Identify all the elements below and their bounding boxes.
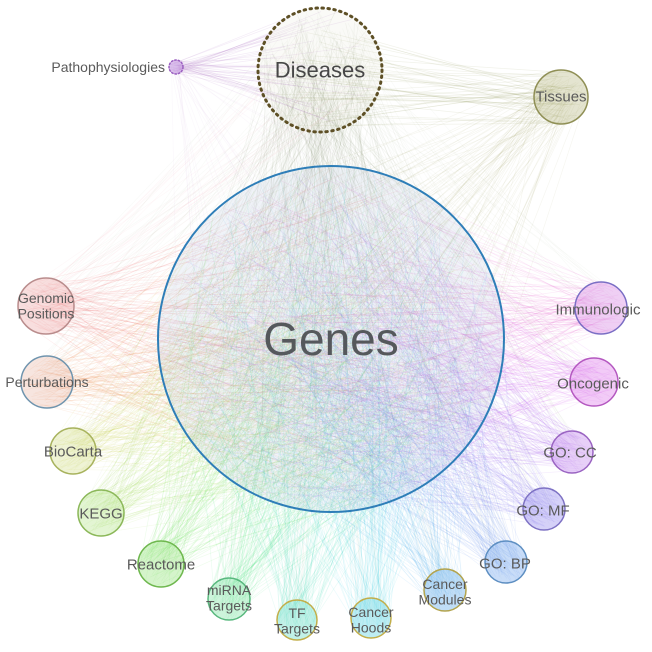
node-circle-mirna-targets[interactable] [207, 577, 251, 621]
edge-bundle-perturbations--genes [23, 168, 500, 503]
node-circle-diseases[interactable] [256, 6, 384, 134]
node-circle-oncogenic[interactable] [569, 357, 619, 407]
edge-bundle-diseases--go-bp [275, 17, 523, 580]
node-circle-go-mf[interactable] [522, 487, 566, 531]
node-genomic-positions[interactable] [17, 277, 75, 335]
edge-bundle-diseases--perturbations [32, 19, 326, 405]
edge-bundle-diseases--mirna-targets [210, 11, 369, 614]
edge-bundle-diseases--oncogenic [260, 23, 610, 402]
node-kegg[interactable] [77, 489, 125, 537]
edge-bundle-diseases--immunologic [259, 14, 622, 330]
node-circle-immunologic[interactable] [574, 281, 628, 335]
node-cancer-modules[interactable] [423, 568, 467, 612]
node-oncogenic[interactable] [569, 357, 619, 407]
edge-bundle-diseases--genes [173, 10, 495, 513]
node-mirna-targets[interactable] [207, 577, 251, 621]
edge-bundle-diseases--reactome [147, 30, 377, 584]
node-circle-go-cc[interactable] [550, 430, 594, 474]
node-label-pathophysiologies: Pathophysiologies [51, 59, 165, 75]
edge-bundle-biocarta--genes [50, 178, 489, 495]
edge-bundle-cancer-modules--genes [176, 172, 500, 610]
node-circle-genomic-positions[interactable] [17, 277, 75, 335]
edge-bundle-go-mf--genes [161, 174, 563, 527]
node-cancer-hoods[interactable] [350, 597, 392, 639]
node-reactome[interactable] [137, 540, 185, 588]
node-label-go-mf: GO: MF [516, 502, 569, 519]
edge-bundle-genomic-positions--diseases [20, 34, 381, 328]
edge-bundle-diseases--kegg [88, 15, 369, 532]
node-circle-tf-targets[interactable] [276, 599, 318, 641]
edge-bundle-go-bp--genes [177, 181, 528, 583]
edge-bundle-diseases--cancer-hoods [270, 14, 386, 635]
edge-bundle-cancer-hoods--genes [161, 174, 499, 637]
node-genes[interactable] [157, 165, 505, 513]
edge-bundle-diseases--tissues [258, 30, 588, 127]
edge-bundle-kegg--genes [79, 183, 493, 533]
node-circle-reactome[interactable] [137, 540, 185, 588]
node-label-go-bp: GO: BP [479, 555, 531, 572]
node-circle-perturbations[interactable] [20, 355, 74, 409]
node-biocarta[interactable] [49, 427, 97, 475]
node-go-bp[interactable] [484, 540, 528, 584]
node-perturbations[interactable] [20, 355, 74, 409]
node-go-cc[interactable] [550, 430, 594, 474]
edge-bundle-go-cc--genes [159, 172, 593, 503]
node-circle-go-bp[interactable] [484, 540, 528, 584]
node-circle-genes[interactable] [157, 165, 505, 513]
node-tissues[interactable] [533, 69, 589, 125]
node-pathophysiologies[interactable] [168, 59, 184, 75]
node-label-diseases: Diseases [275, 58, 365, 83]
edge-bundle-genomic-positions--genes [21, 174, 495, 502]
node-diseases[interactable] [256, 6, 384, 134]
edge-bundle-diseases--biocarta [54, 13, 371, 471]
node-label-perturbations: Perturbations [5, 374, 88, 390]
node-label-reactome: Reactome [127, 556, 195, 573]
node-circle-cancer-modules[interactable] [423, 568, 467, 612]
edge-layer [20, 9, 626, 638]
node-circle-pathophysiologies[interactable] [168, 59, 184, 75]
node-label-go-cc: GO: CC [543, 444, 597, 461]
edge-bundle-tf-targets--genes [167, 169, 485, 638]
node-go-mf[interactable] [522, 487, 566, 531]
node-label-genes: Genes [263, 313, 399, 365]
node-label-biocarta: BioCarta [44, 443, 103, 460]
edge-bundle-immunologic--genes [160, 174, 626, 490]
node-circle-biocarta[interactable] [49, 427, 97, 475]
edge-bundle-oncogenic--genes [158, 179, 617, 510]
node-layer [17, 6, 628, 641]
node-circle-tissues[interactable] [533, 69, 589, 125]
node-immunologic[interactable] [574, 281, 628, 335]
node-circle-kegg[interactable] [77, 489, 125, 537]
node-label-kegg: KEGG [79, 505, 122, 522]
node-tf-targets[interactable] [276, 599, 318, 641]
label-layer: Genes Diseases PathophysiologiesTissuesGen… [5, 58, 641, 637]
edge-bundle-tissues--genes [167, 70, 588, 502]
node-circle-cancer-hoods[interactable] [350, 597, 392, 639]
node-label-oncogenic: Oncogenic [557, 375, 629, 392]
edge-bundle-pathophysiologies--diseases [169, 11, 371, 124]
edge-bundle-diseases--tf-targets [266, 16, 358, 635]
node-label-tissues: Tissues [535, 88, 586, 105]
node-label-immunologic: Immunologic [555, 301, 641, 318]
